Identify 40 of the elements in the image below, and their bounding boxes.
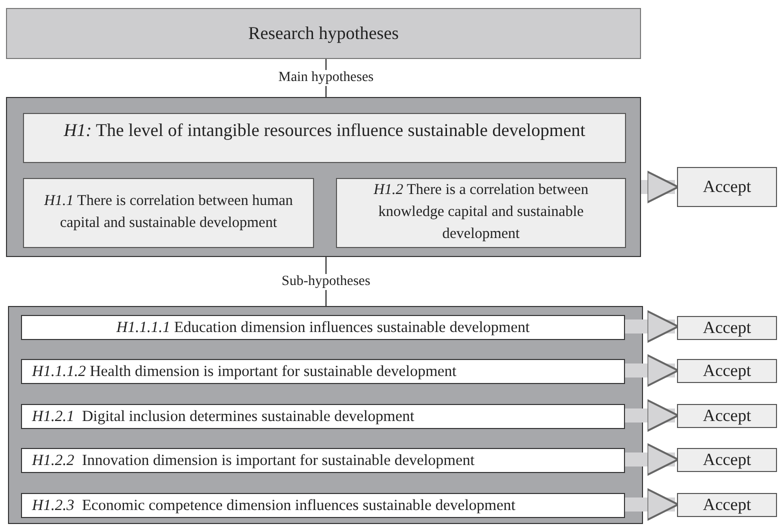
hypothesis-box	[21, 359, 625, 384]
result-box	[677, 404, 777, 428]
block-arrow	[641, 170, 679, 204]
hypothesis-text: H1.1 There is correlation between human capital and sustainable development	[43, 192, 294, 233]
hypothesis-text: H1.2 There is a correlation between knowledge capital and sustainable development	[372, 181, 590, 244]
block-arrow	[624, 354, 679, 387]
hypothesis-box	[21, 404, 625, 429]
group-panel	[8, 306, 643, 524]
edge-label: Main hypotheses	[276, 70, 376, 86]
hypothesis-text: H1.1.1.2 Health dimension is important for sustainable development	[30, 362, 458, 380]
hypothesis-text: H1.1.1.1 Education dimension influences sustainable development	[115, 318, 531, 336]
result-box	[677, 448, 777, 472]
hypothesis-box	[23, 113, 626, 163]
hypothesis-box	[23, 178, 314, 248]
result-box	[677, 493, 777, 517]
hypothesis-box	[336, 178, 626, 248]
result-box	[677, 316, 777, 340]
block-arrow	[624, 399, 679, 432]
hypothesis-box	[21, 315, 625, 340]
hypothesis-text: Research hypotheses	[247, 23, 400, 44]
title-box	[6, 8, 641, 59]
hypothesis-text: Accept	[702, 495, 752, 515]
hypothesis-text: Accept	[702, 177, 752, 197]
edge-label: Sub-hypotheses	[280, 274, 372, 290]
hypothesis-text: Accept	[702, 406, 752, 426]
hypothesis-text: Accept	[702, 361, 752, 381]
group-panel	[6, 97, 641, 257]
hypothesis-text: H1.2.2 Innovation dimension is important for sustainable development	[30, 452, 476, 470]
block-arrow	[624, 310, 679, 343]
hypothesis-text: H1.2.1 Digital inclusion determines sustainable development	[30, 408, 416, 426]
hypothesis-text: Accept	[702, 450, 752, 470]
hypothesis-text: H1.2.3 Economic competence dimension influences sustainable development	[30, 496, 516, 514]
result-box	[677, 167, 777, 207]
block-arrow	[624, 488, 679, 521]
hypothesis-box	[21, 493, 625, 518]
block-arrow	[624, 443, 679, 476]
hypothesis-text: H1: The level of intangible resources influence sustainable development	[62, 120, 586, 141]
hypothesis-box	[21, 448, 625, 473]
result-box	[677, 359, 777, 383]
hypothesis-text: Accept	[702, 318, 752, 338]
